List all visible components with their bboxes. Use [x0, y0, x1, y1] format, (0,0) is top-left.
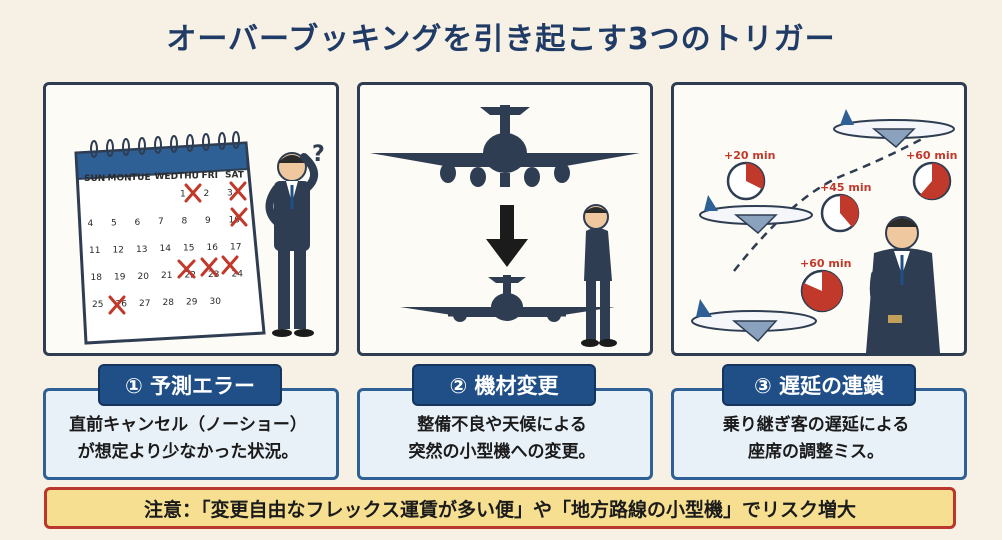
desc-3-line-2: 座席の調整ミス。	[748, 442, 884, 462]
panel-delay-chain: +20 min +45 min +60 min +60 min	[671, 82, 967, 356]
calendar-date: 13	[136, 245, 147, 255]
tired-man-icon	[581, 204, 617, 347]
calendar-dow-label: SUN	[84, 174, 105, 184]
calendar-rings	[90, 131, 240, 158]
calendar-date: 1	[180, 190, 186, 200]
aircraft-change-illustration	[370, 105, 640, 347]
badge-aircraft-change: ② 機材変更	[412, 364, 596, 406]
calendar-date: 11	[89, 246, 100, 256]
calendar-date: 30	[210, 297, 222, 307]
delay-label-2: +45 min	[820, 181, 871, 194]
down-arrow-icon	[486, 205, 528, 267]
desc-3-line-1: 乗り継ぎ客の遅延による	[722, 415, 910, 435]
delay-label-4: +60 min	[800, 257, 851, 270]
connection-path	[733, 125, 945, 272]
desc-box-2	[357, 388, 653, 480]
question-mark: ?	[312, 142, 325, 167]
clock-icon-2: +45 min	[820, 181, 871, 233]
clock-icon-4: +60 min	[800, 257, 851, 313]
calendar-date: 16	[207, 243, 219, 253]
desc-2-line-1: 整備不良や天候による	[417, 415, 587, 435]
badge-forecast-error: ① 予測エラー	[98, 364, 282, 406]
calendar-date: 7	[158, 217, 164, 227]
calendar-date: 21	[161, 271, 172, 281]
calendar-date: 2	[204, 189, 210, 199]
desc-2-line-2: 突然の小型機への変更。	[408, 442, 596, 462]
confused-man-icon: ?	[265, 142, 325, 337]
large-airplane-icon	[370, 105, 640, 187]
delay-chain-illustration: +20 min +45 min +60 min +60 min	[691, 109, 957, 353]
desc-1-line-2: が想定より少なかった状況。	[77, 442, 299, 462]
airplane-left-icon	[699, 195, 813, 235]
calendar-dow-label: MON	[108, 173, 132, 183]
delay-label-1: +20 min	[724, 149, 775, 162]
calendar-date: 15	[183, 244, 194, 254]
calendar-date: 6	[135, 218, 141, 228]
calendar-date: 20	[138, 272, 150, 282]
calendar-date: 28	[163, 298, 175, 308]
airplane-bottom-icon	[691, 299, 817, 343]
calendar-date: 19	[114, 272, 126, 282]
calendar-date: 12	[113, 245, 124, 255]
desc-text-1: 直前キャンセル（ノーショー） が想定より少なかった状況。	[43, 412, 333, 466]
badge-delay-chain: ③ 遅延の連鎖	[722, 364, 916, 406]
calendar-date: 27	[139, 299, 150, 309]
calendar-date: 23	[208, 270, 219, 280]
calendar-date: 14	[160, 244, 172, 254]
clock-icon-3: +60 min	[906, 149, 957, 201]
risk-notice: 注意：「変更自由なフレックス運賃が多い便」や「地方路線の小型機」でリスク増大	[44, 487, 956, 529]
calendar-date: 3	[227, 188, 233, 198]
airplane-top-icon	[833, 109, 955, 149]
calendar-dow-label: THU	[178, 172, 199, 182]
worried-man-icon	[866, 216, 940, 353]
calendar-dow-label: FRI	[202, 171, 218, 181]
calendar-date: 9	[205, 216, 211, 226]
calendar-date: 5	[111, 218, 117, 228]
calendar-date: 22	[185, 271, 196, 281]
calendar-date: 18	[91, 273, 103, 283]
desc-text-2: 整備不良や天候による 突然の小型機への変更。	[357, 412, 647, 466]
calendar-date: 4	[88, 219, 94, 229]
calendar-date: 25	[92, 300, 103, 310]
calendar-dow-label: WED	[155, 172, 179, 182]
page-title: オーバーブッキングを引き起こす3つのトリガー	[166, 22, 836, 57]
calendar-date: 29	[186, 298, 198, 308]
calendar-dow-label: TUE	[131, 173, 151, 183]
desc-text-3: 乗り継ぎ客の遅延による 座席の調整ミス。	[671, 412, 961, 466]
small-airplane-icon	[400, 275, 615, 322]
wristwatch-icon	[888, 315, 902, 323]
clock-icon-1: +20 min	[724, 149, 775, 201]
calendar-dow-label: SAT	[225, 170, 245, 180]
desc-1-line-1: 直前キャンセル（ノーショー）	[69, 415, 307, 435]
calendar-date: 8	[182, 217, 188, 227]
cancel-x-marks	[108, 181, 248, 315]
calendar-date: 26	[116, 299, 128, 309]
panel-aircraft-change	[357, 82, 653, 356]
calendar-date: 17	[230, 242, 241, 252]
delay-label-3: +60 min	[906, 149, 957, 162]
